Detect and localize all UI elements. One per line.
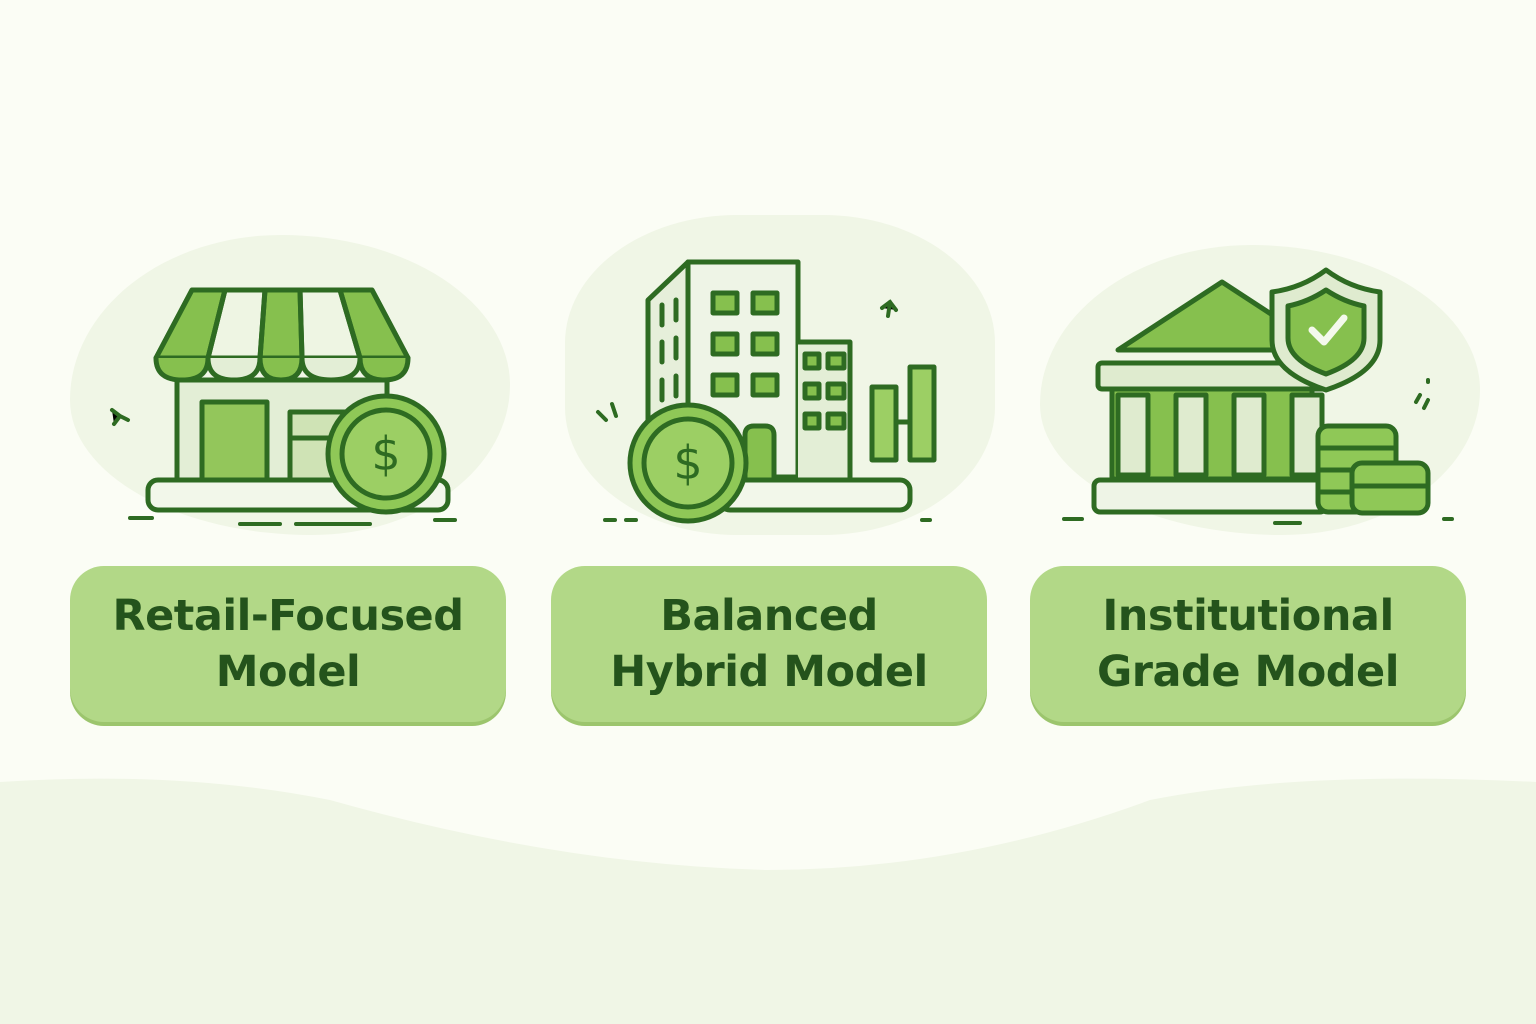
card-label-line1: Retail-Focused	[112, 591, 464, 641]
card-label-line1: Balanced	[660, 591, 878, 641]
retail-storefront-illustration: $	[60, 230, 520, 550]
office-buildings-with-coin-and-bar-chart-icon: $	[596, 259, 937, 524]
card-label-line2: Grade Model	[1097, 647, 1399, 697]
institutional-grade-model-card[interactable]: Institutional Grade Model	[1030, 566, 1466, 722]
svg-text:$: $	[371, 427, 400, 481]
hybrid-buildings-illustration: $	[560, 230, 1000, 550]
bottom-wave-decoration	[0, 778, 1536, 1024]
card-label-line2: Hybrid Model	[610, 647, 928, 697]
card-label-line1: Institutional	[1102, 591, 1394, 641]
bank-with-shield-and-coin-stacks-icon	[1062, 267, 1454, 525]
storefront-with-dollar-coin-icon: $	[110, 287, 457, 526]
retail-focused-model-card[interactable]: Retail-Focused Model	[70, 566, 506, 722]
card-label-line2: Model	[215, 647, 361, 697]
institutional-bank-illustration	[1030, 230, 1490, 550]
balanced-hybrid-model-card[interactable]: Balanced Hybrid Model	[551, 566, 987, 722]
svg-text:$: $	[673, 436, 702, 490]
